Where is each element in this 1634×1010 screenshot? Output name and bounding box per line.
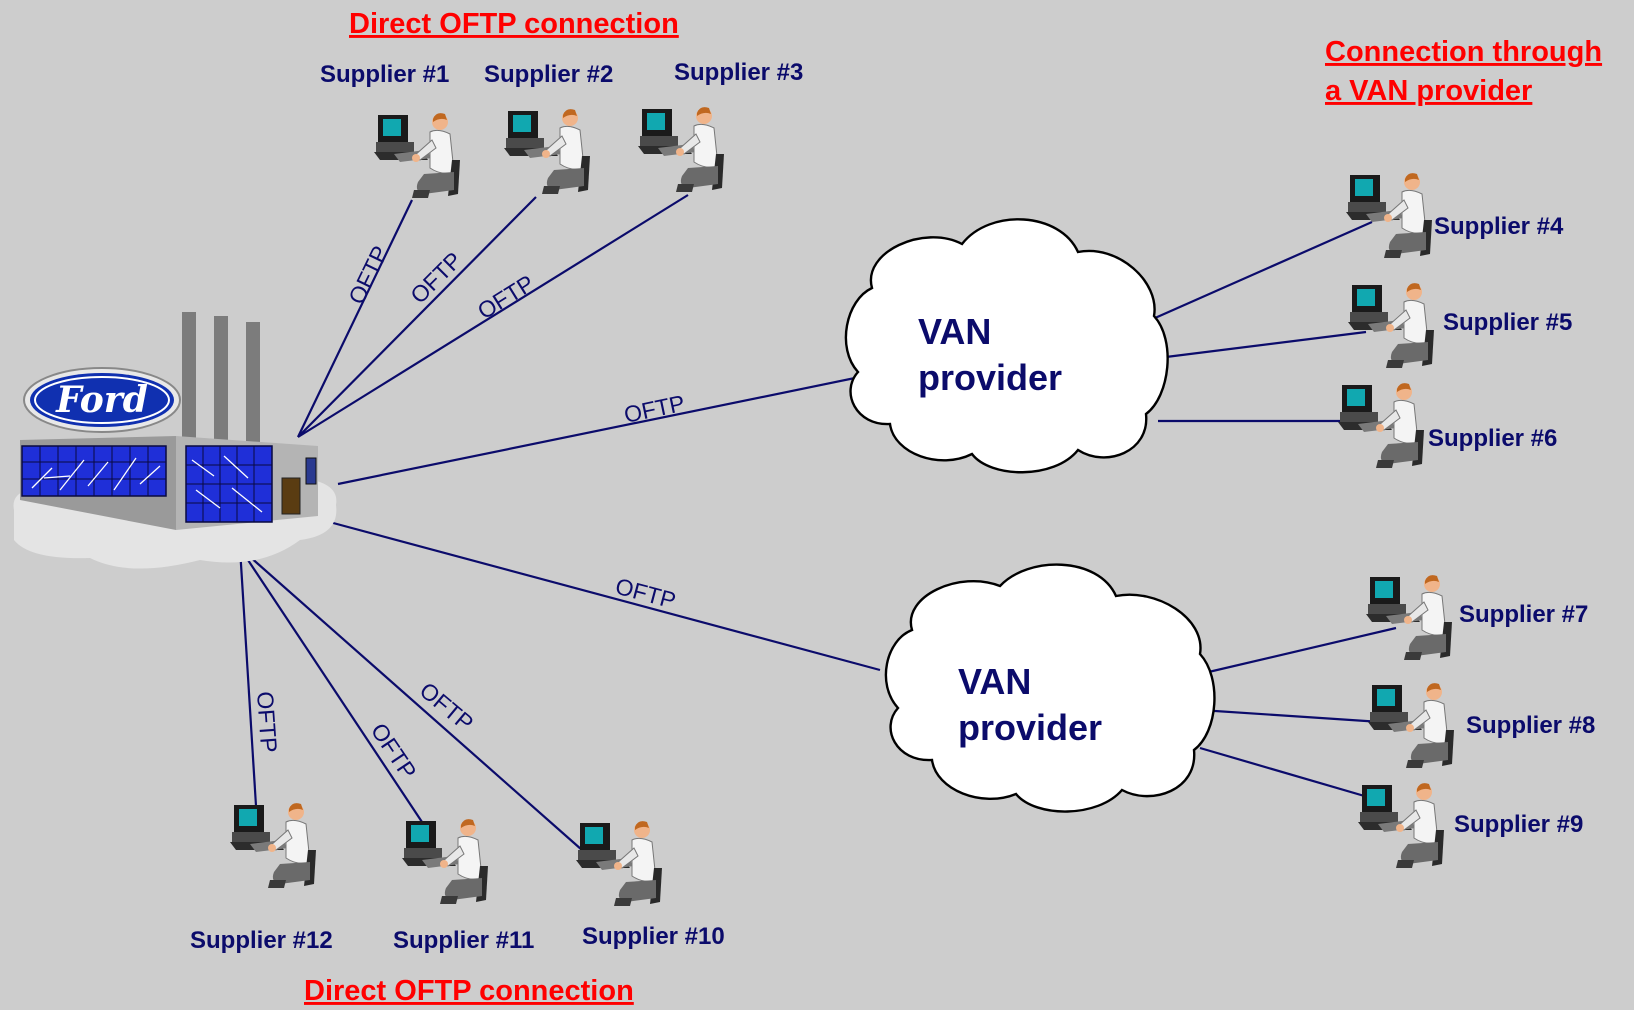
- van-cloud-label: provider: [958, 707, 1102, 748]
- heading-direct-top: Direct OFTP connection: [349, 8, 679, 40]
- supplier-label: Supplier #1: [320, 61, 449, 88]
- van-cloud-upper: VAN provider: [844, 218, 1169, 474]
- oftp-label: OFTP: [343, 242, 393, 309]
- van-cloud-label: VAN: [958, 661, 1031, 702]
- link-supplier-12: [238, 547, 258, 807]
- supplier-label: Supplier #4: [1434, 213, 1564, 240]
- workstation-icon: [373, 112, 461, 199]
- supplier-label: Supplier #10: [582, 923, 725, 950]
- connection-lines: [238, 194, 1397, 851]
- workstation-icon: [401, 818, 489, 905]
- van-cloud-label: VAN: [918, 311, 991, 352]
- van-cloud-lower: VAN provider: [884, 563, 1216, 813]
- oftp-label: OFTP: [415, 677, 479, 736]
- workstation-icon: [1345, 172, 1433, 259]
- workstation-icon: [1367, 682, 1455, 769]
- workstation-icon: [503, 108, 591, 195]
- heading-direct-bottom: Direct OFTP connection: [304, 975, 634, 1007]
- supplier-label: Supplier #5: [1443, 309, 1572, 336]
- supplier-label: Supplier #12: [190, 927, 333, 954]
- supplier-label: Supplier #3: [674, 59, 803, 86]
- supplier-label: Supplier #7: [1459, 601, 1588, 628]
- link-supplier-4: [1154, 220, 1373, 320]
- oftp-label: OFTP: [252, 691, 282, 754]
- link-van-lower: [321, 518, 881, 672]
- oftp-label: OFTP: [473, 270, 539, 325]
- supplier-label: Supplier #6: [1428, 425, 1557, 452]
- workstation-icon: [1357, 782, 1445, 869]
- smokestack: [246, 322, 260, 442]
- link-supplier-10: [239, 547, 583, 851]
- supplier-label: Supplier #9: [1454, 811, 1583, 838]
- workstation-icon: [637, 106, 725, 193]
- link-supplier-7: [1199, 626, 1397, 676]
- ford-factory: Ford: [13, 312, 337, 569]
- link-supplier-8: [1199, 708, 1397, 725]
- workstation-icon: [229, 802, 317, 889]
- supplier-workstations: [229, 106, 1455, 907]
- link-supplier-11: [239, 547, 427, 829]
- link-supplier-5: [1157, 330, 1367, 360]
- link-van-upper: [337, 376, 856, 486]
- link-supplier-2: [297, 196, 537, 438]
- factory-door: [281, 477, 301, 515]
- workstation-icon: [1365, 574, 1453, 661]
- ford-logo-text: Ford: [55, 379, 148, 421]
- smokestack: [214, 316, 228, 442]
- section-headings: Direct OFTP connection Connection throug…: [304, 8, 1602, 1007]
- supplier-labels: Supplier #1 Supplier #2 Supplier #3 Supp…: [190, 59, 1595, 954]
- smokestack: [182, 312, 196, 442]
- link-supplier-9: [1199, 746, 1386, 804]
- supplier-label: Supplier #11: [393, 927, 534, 954]
- workstation-icon: [1337, 382, 1425, 469]
- ford-logo: Ford: [23, 367, 181, 433]
- oftp-label: OFTP: [622, 390, 687, 428]
- workstation-icon: [1347, 282, 1435, 369]
- supplier-label: Supplier #2: [484, 61, 613, 88]
- link-supplier-3: [297, 194, 689, 438]
- workstation-icon: [575, 820, 663, 907]
- supplier-label: Supplier #8: [1466, 712, 1595, 739]
- heading-van: Connection through: [1325, 36, 1602, 68]
- link-supplier-1: [297, 199, 413, 438]
- van-cloud-label: provider: [918, 357, 1062, 398]
- heading-van: a VAN provider: [1325, 75, 1532, 107]
